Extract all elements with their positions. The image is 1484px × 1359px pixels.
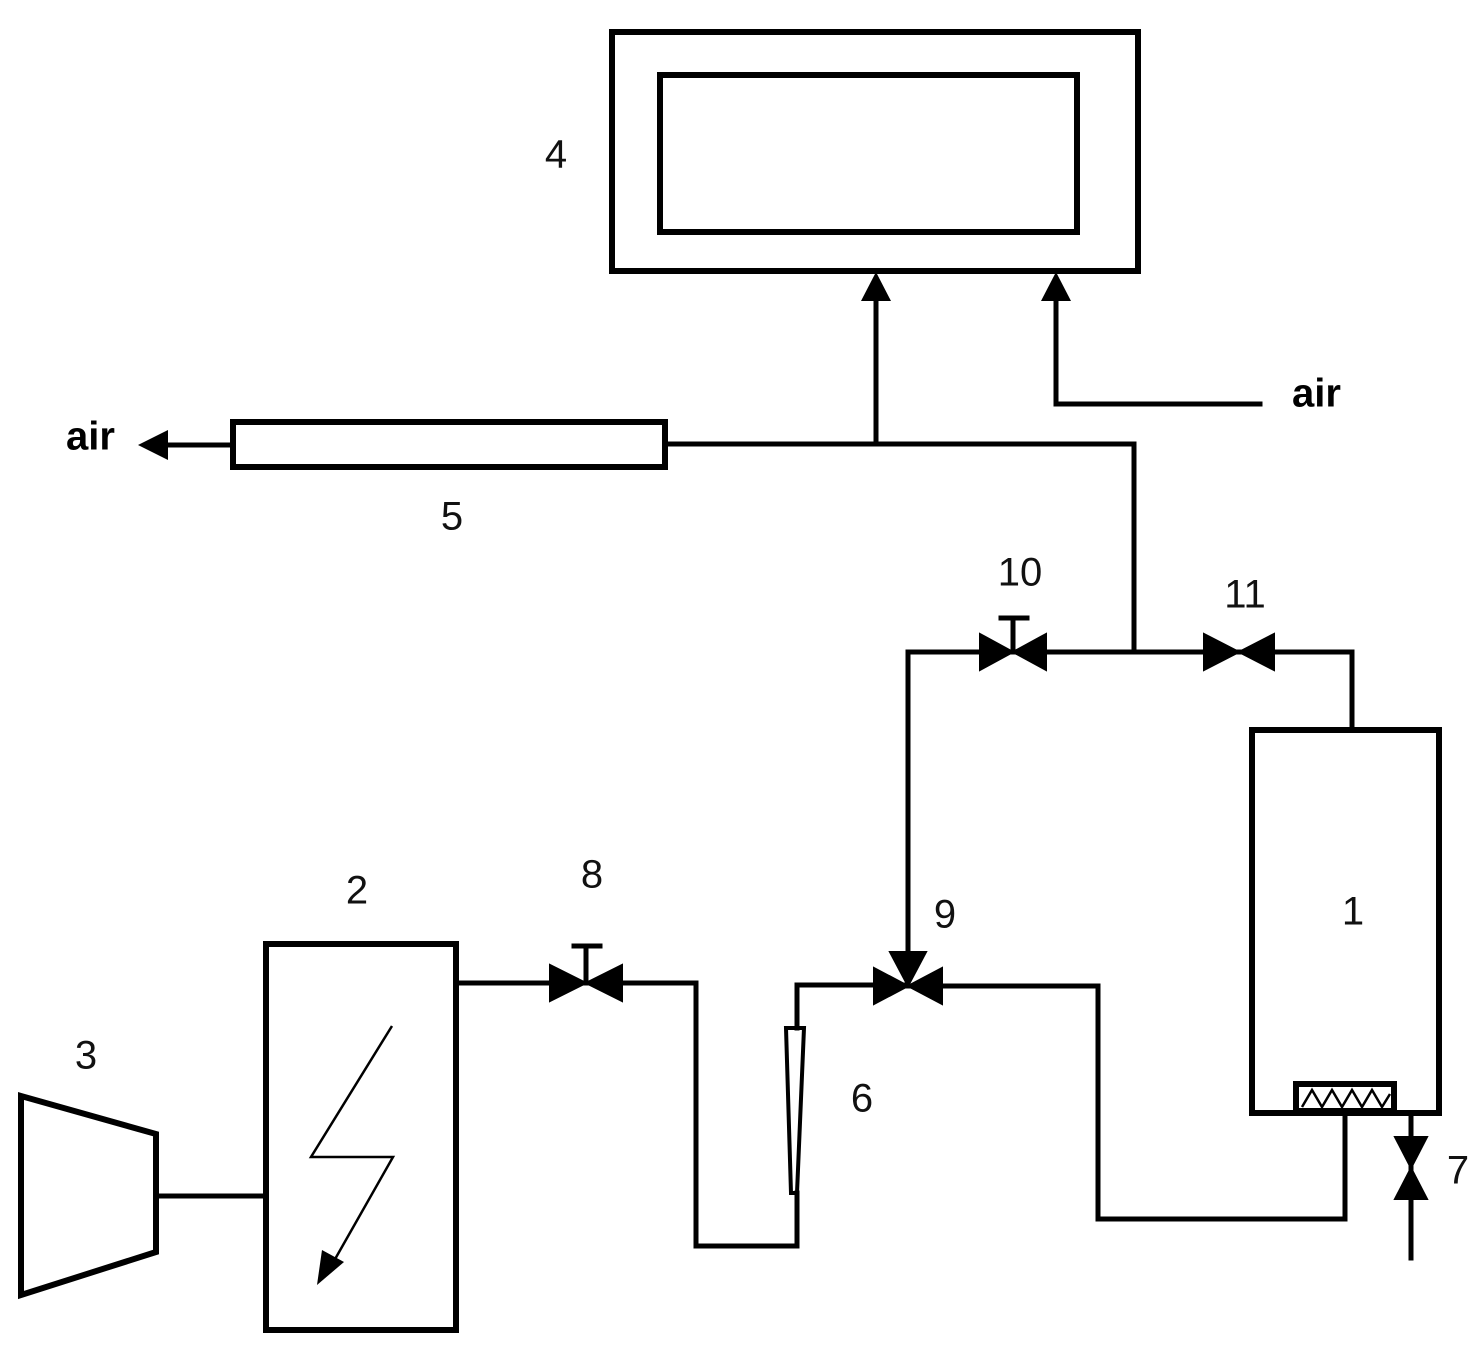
valve-9-top-half: [888, 951, 928, 989]
label-4: 4: [545, 133, 567, 177]
chamber-outer-wall: [609, 29, 1141, 274]
valve-8-right-half: [583, 963, 623, 1003]
label-8: 8: [581, 853, 603, 897]
compressor-3: [18, 1092, 159, 1300]
pipe-supply-to-flowmeter: [453, 980, 800, 1249]
label-10: 10: [998, 551, 1043, 595]
label-air-inlet: air: [1292, 372, 1341, 416]
label-2: 2: [346, 869, 368, 913]
inlet-arrow-a-icon: [861, 272, 891, 301]
label-3: 3: [75, 1034, 97, 1078]
valve-10-left-half: [979, 632, 1016, 672]
lightning-arrow-head-icon: [317, 1250, 344, 1285]
label-air-exhaust: air: [66, 415, 115, 459]
chamber-4: [609, 29, 1141, 274]
exhaust-arrow-icon: [138, 430, 168, 460]
label-11: 11: [1224, 573, 1266, 617]
valve-7-bottom-half: [1393, 1165, 1429, 1200]
label-6: 6: [851, 1077, 873, 1121]
valve-10[interactable]: [979, 615, 1047, 672]
label-7: 7: [1447, 1149, 1469, 1193]
pipe-valve-9-to-vessel: [905, 983, 1348, 1222]
distributor-mesh-icon: [1300, 1087, 1392, 1110]
inlet-arrow-b-icon: [1041, 272, 1071, 301]
pipe-air-to-chamber-inlet-b: [1053, 297, 1263, 407]
power-supply-2: [263, 941, 459, 1333]
label-9: 9: [934, 893, 956, 937]
chamber-inner-wall: [657, 72, 1080, 235]
valve-9-left-half: [873, 966, 911, 1006]
valve-8[interactable]: [549, 943, 623, 1003]
piping: [157, 297, 1414, 1261]
valve-9[interactable]: [873, 951, 943, 1006]
flowmeter-6: [783, 1026, 807, 1195]
power-supply-box: [263, 941, 459, 1333]
tube-5: [230, 419, 668, 470]
gas-distributor: [1293, 1081, 1397, 1114]
valve-8-left-half: [549, 963, 589, 1003]
valve-11[interactable]: [1203, 632, 1275, 672]
valve-10-right-half: [1010, 632, 1047, 672]
label-5: 5: [441, 495, 463, 539]
valve-9-right-half: [905, 966, 943, 1006]
valve-11-right-half: [1236, 632, 1275, 672]
valve-7[interactable]: [1393, 1136, 1429, 1200]
lightning-bolt-icon: [308, 1025, 396, 1269]
valve-11-left-half: [1203, 632, 1242, 672]
pipe-flowmeter-to-valve-9: [794, 982, 911, 1031]
pipe-tube-to-junction: [662, 441, 1137, 655]
label-1: 1: [1342, 890, 1364, 934]
valve-7-top-half: [1393, 1136, 1429, 1171]
